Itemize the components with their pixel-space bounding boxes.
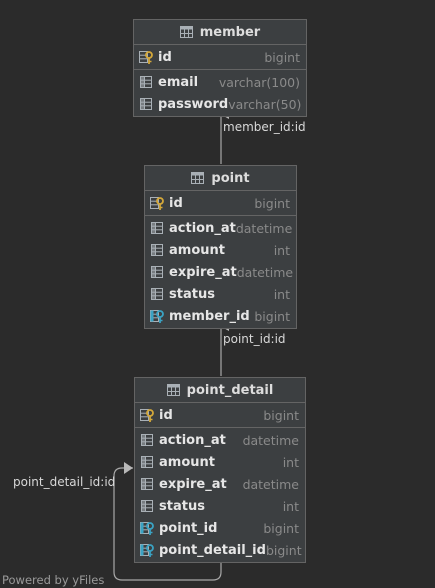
column-icon bbox=[149, 286, 165, 302]
table-icon bbox=[166, 384, 180, 396]
column-icon bbox=[138, 74, 154, 90]
column-row-point-id[interactable]: point_id bigint bbox=[135, 517, 305, 539]
column-type: int bbox=[282, 498, 299, 514]
column-type: datetime bbox=[242, 476, 299, 492]
column-name: point_detail_id bbox=[159, 542, 266, 558]
column-type: int bbox=[282, 454, 299, 470]
column-icon bbox=[139, 476, 155, 492]
column-name: action_at bbox=[159, 432, 226, 448]
column-icon bbox=[149, 242, 165, 258]
column-name: email bbox=[158, 74, 199, 90]
table-icon bbox=[191, 172, 205, 184]
column-row-status[interactable]: status int bbox=[145, 283, 296, 305]
pk-section: id bigint bbox=[145, 191, 296, 215]
column-name: status bbox=[169, 286, 215, 302]
column-type: bigint bbox=[263, 520, 299, 536]
primary-key-icon bbox=[149, 195, 165, 211]
table-header: point bbox=[145, 166, 296, 191]
table-name: member bbox=[199, 24, 261, 40]
column-type: int bbox=[273, 242, 290, 258]
column-row-id[interactable]: id bigint bbox=[134, 46, 306, 68]
column-name: member_id bbox=[169, 308, 250, 324]
edge-label-member-id: member_id:id bbox=[223, 120, 306, 134]
column-type: varchar(50) bbox=[228, 96, 302, 112]
column-type: bigint bbox=[264, 49, 300, 65]
column-icon bbox=[139, 432, 155, 448]
table-header: point_detail bbox=[135, 378, 305, 403]
column-icon bbox=[139, 454, 155, 470]
column-row-amount[interactable]: amount int bbox=[135, 451, 305, 473]
edge-point-detail-self bbox=[113, 467, 222, 581]
foreign-key-icon bbox=[139, 542, 155, 558]
self-ref-arrowhead bbox=[124, 462, 133, 474]
column-name: status bbox=[159, 498, 205, 514]
column-type: bigint bbox=[263, 407, 299, 423]
table-header: member bbox=[134, 20, 306, 45]
column-type: bigint bbox=[254, 195, 290, 211]
yfiles-watermark: Powered by yFiles bbox=[2, 573, 105, 587]
column-row-id[interactable]: id bigint bbox=[145, 192, 296, 214]
column-name: id bbox=[158, 49, 172, 65]
column-icon bbox=[139, 498, 155, 514]
column-type: int bbox=[273, 286, 290, 302]
edge-label-point-id: point_id:id bbox=[223, 332, 286, 346]
edge-label-point-detail-id: point_detail_id:id bbox=[13, 475, 116, 489]
foreign-key-icon bbox=[149, 308, 165, 324]
foreign-key-icon bbox=[139, 520, 155, 536]
column-type: bigint bbox=[265, 542, 302, 558]
column-name: id bbox=[169, 195, 183, 211]
column-row-amount[interactable]: amount int bbox=[145, 239, 296, 261]
column-name: amount bbox=[169, 242, 225, 258]
table-name: point_detail bbox=[186, 382, 274, 398]
column-icon bbox=[149, 264, 165, 280]
column-name: password bbox=[158, 96, 229, 112]
column-name: expire_at bbox=[159, 476, 227, 492]
column-icon bbox=[138, 96, 154, 112]
column-row-id[interactable]: id bigint bbox=[135, 404, 305, 426]
column-row-email[interactable]: email varchar(100) bbox=[134, 71, 306, 93]
column-row-status[interactable]: status int bbox=[135, 495, 305, 517]
column-row-action-at[interactable]: action_at datetime bbox=[135, 429, 305, 451]
primary-key-icon bbox=[139, 407, 155, 423]
columns-section: action_at datetime amount int expire_at datet… bbox=[135, 427, 305, 562]
primary-key-icon bbox=[138, 49, 154, 65]
column-type: datetime bbox=[235, 220, 293, 236]
column-icon bbox=[149, 220, 165, 236]
column-type: datetime bbox=[242, 432, 299, 448]
pk-section: id bigint bbox=[135, 403, 305, 427]
column-name: expire_at bbox=[169, 264, 237, 280]
column-row-expire-at[interactable]: expire_at datetime bbox=[135, 473, 305, 495]
table-name: point bbox=[211, 170, 250, 186]
column-name: action_at bbox=[169, 220, 236, 236]
column-type: bigint bbox=[254, 308, 290, 324]
column-type: datetime bbox=[236, 264, 294, 280]
column-name: amount bbox=[159, 454, 215, 470]
column-name: point_id bbox=[159, 520, 218, 536]
column-type: varchar(100) bbox=[218, 74, 300, 90]
column-name: id bbox=[159, 407, 173, 423]
table-icon bbox=[179, 26, 193, 38]
pk-section: id bigint bbox=[134, 45, 306, 69]
